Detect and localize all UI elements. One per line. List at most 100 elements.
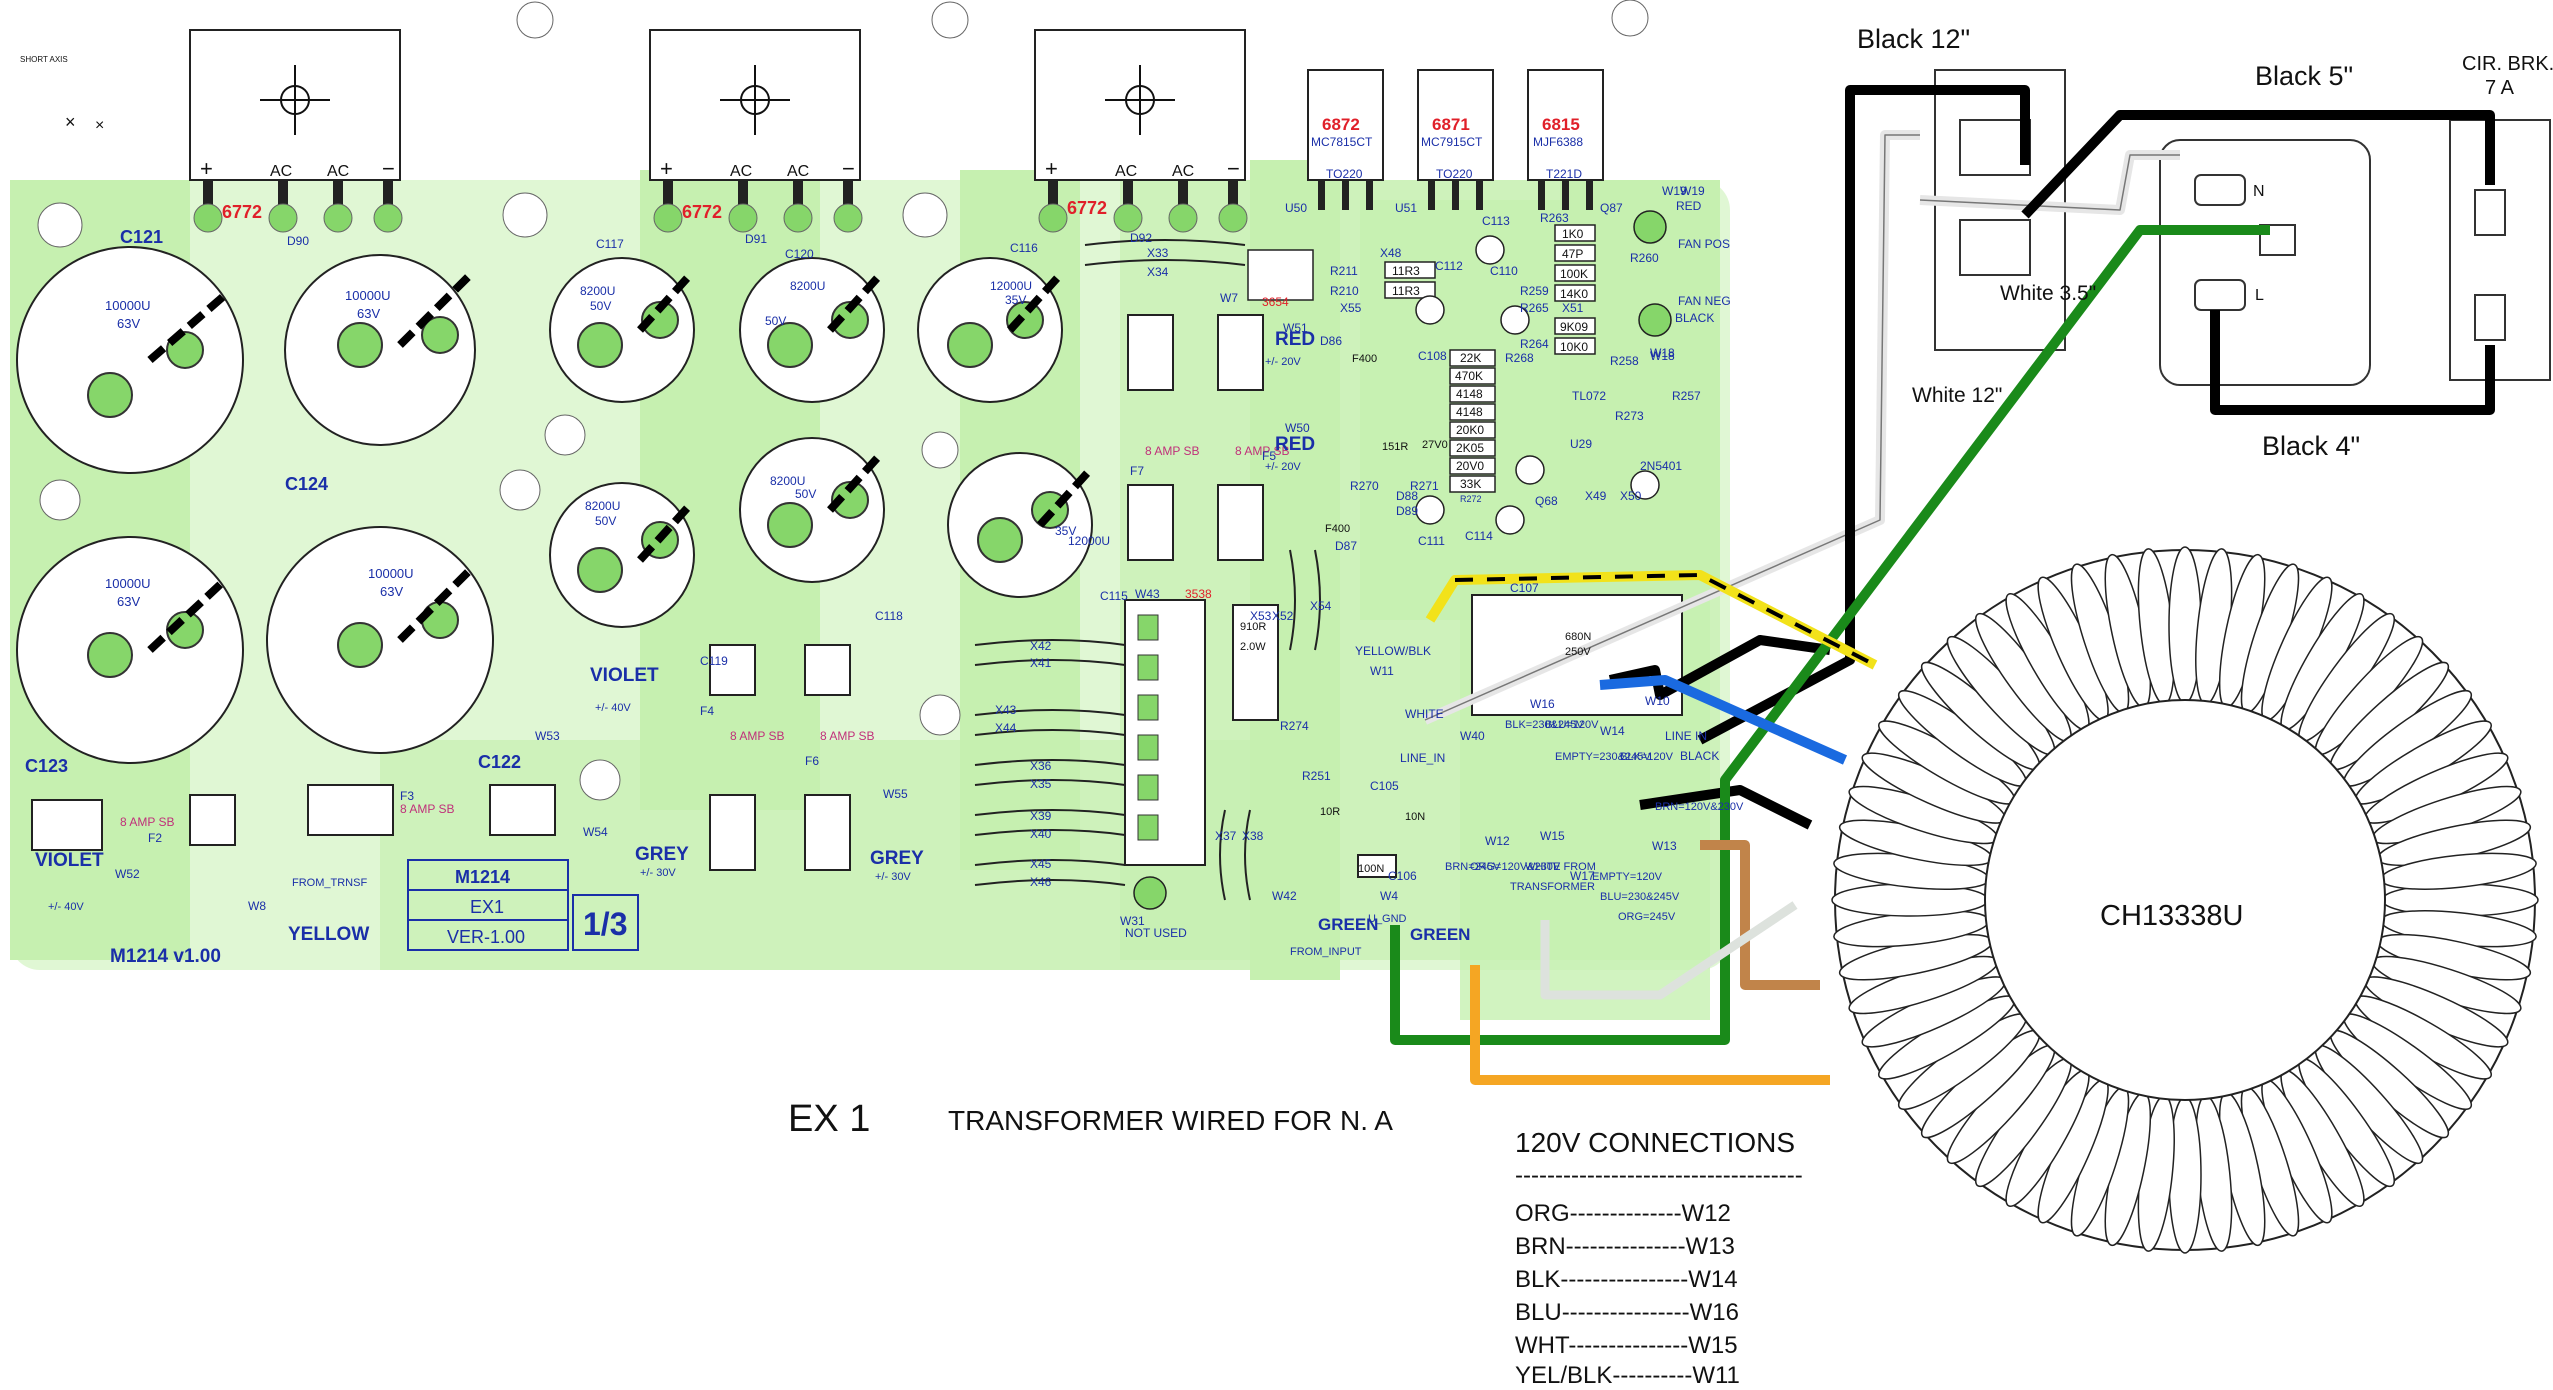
reg2-part: MC7915CT	[1421, 135, 1483, 149]
reg3-code: 6815	[1542, 115, 1580, 134]
regulators	[1307, 69, 1604, 181]
cap-c118-value: 8200U	[770, 474, 805, 488]
fuse-f7-rating: 8 AMP SB	[1145, 444, 1199, 458]
schematic-label: W11	[1370, 664, 1394, 678]
reg1-code: 6872	[1322, 115, 1360, 134]
schematic-label: X41	[1030, 656, 1052, 670]
schematic-label: U_GND	[1368, 913, 1407, 925]
schematic-label: W14	[1600, 724, 1625, 738]
schematic-label: BRN=245V	[1445, 861, 1501, 873]
cap-c116-volt: 35V	[1005, 293, 1026, 307]
schematic-label: R263	[1540, 211, 1569, 225]
schematic-label: 1K0	[1562, 227, 1584, 241]
schematic-label: C111	[1418, 534, 1445, 548]
schematic-label: 2N5401	[1640, 459, 1682, 473]
schematic-label: EMPTY=230&245V	[1555, 751, 1651, 763]
schematic-label: W7	[1220, 291, 1238, 305]
rect1-pin-ac1: AC	[270, 163, 292, 180]
schematic-label: X40	[1030, 827, 1052, 841]
cap-c116: C116	[1010, 241, 1038, 255]
cap-c121-value: 10000U	[105, 298, 151, 313]
schematic-label: X37	[1215, 829, 1237, 843]
schematic-label: C108	[1418, 349, 1447, 363]
capacitor-stripes	[147, 272, 1093, 653]
cap-c119-volt: 50V	[595, 514, 616, 528]
schematic-label: D88	[1396, 489, 1418, 503]
schematic-label: R268	[1505, 351, 1534, 365]
fuse-f5-rating: 8 AMP SB	[1235, 444, 1289, 458]
schematic-label: X51	[1562, 301, 1584, 315]
schematic-label: R274	[1280, 719, 1309, 733]
schematic-label: ×	[65, 112, 76, 132]
schematic-label: X34	[1147, 265, 1169, 279]
schematic-label: 151R	[1382, 441, 1408, 453]
reg1-pkg: TO220	[1326, 167, 1363, 181]
schematic-label: U29	[1570, 437, 1592, 451]
rect3-part: 6772	[1067, 198, 1107, 218]
cap-c121: C121	[120, 227, 163, 247]
schematic-label: X53	[1250, 609, 1272, 623]
schematic-label: W17	[1570, 869, 1595, 883]
cap-c124-volt: 63V	[357, 306, 380, 321]
schematic-label: R211	[1330, 264, 1358, 278]
fuse-f6-rating: 8 AMP SB	[820, 729, 874, 743]
cap-c122-volt: 63V	[380, 584, 403, 599]
schematic-label: BLK=230&245V	[1505, 719, 1584, 731]
wire-yellow	[1425, 570, 1878, 670]
wire-black-w10	[1639, 785, 1813, 830]
rail-violet-top-wire: W53	[535, 729, 560, 743]
reg2-code: 6871	[1432, 115, 1470, 134]
reg2-pkg: TO220	[1436, 167, 1473, 181]
cap-c117-volt: 50V	[590, 299, 611, 313]
rectifier-crosshairs	[260, 65, 1175, 135]
rail-violet-top: VIOLET	[590, 665, 659, 686]
toroid-transformer	[1831, 546, 2539, 1254]
wire-black-5	[2021, 110, 2495, 219]
wire-orange	[1470, 965, 1830, 1085]
rect2-pin-minus: −	[842, 156, 855, 181]
schematic-label: W16	[1530, 697, 1555, 711]
schematic-label: X45	[1030, 857, 1052, 871]
rect1-pin-plus: +	[200, 156, 213, 181]
schematic-label: Q68	[1535, 494, 1558, 508]
rect1-pin-ac2: AC	[327, 163, 349, 180]
rect1-pin-minus: −	[382, 156, 395, 181]
outlet-l: L	[2255, 287, 2264, 304]
connections-heading: 120V CONNECTIONS	[1515, 1127, 1796, 1158]
cap-c123-value: 10000U	[105, 576, 151, 591]
schematic-label: D87	[1335, 539, 1357, 553]
schematic-label: W40	[1460, 729, 1485, 743]
reg1-part: MC7815CT	[1311, 135, 1373, 149]
connection-row-org: ORG--------------W12	[1515, 1200, 1731, 1227]
fuse-f2-ref: F2	[148, 831, 162, 845]
schematic-label: NOT USED	[1125, 926, 1187, 940]
rail-red-bottom: RED	[1275, 434, 1315, 455]
schematic-label: 4148	[1456, 405, 1483, 419]
cap-c120-value: 8200U	[790, 279, 825, 293]
schematic-label: W12	[1485, 834, 1510, 848]
rail-red-bottom-wire: W50	[1285, 421, 1310, 435]
cap-c123-volt: 63V	[117, 594, 140, 609]
cap-c121-volt: 63V	[117, 316, 140, 331]
wire-white-12-outline	[1424, 134, 1920, 721]
cap-c117-value: 8200U	[580, 284, 615, 298]
schematic-label: X33	[1147, 246, 1169, 260]
schematic-label: X42	[1030, 639, 1052, 653]
label-white-12: White 12"	[1912, 384, 2002, 407]
schematic-label: F400	[1352, 353, 1377, 365]
wire-green	[1390, 225, 2270, 1045]
schematic-label: X39	[1030, 809, 1052, 823]
schematic-label: EMPTY=120V	[1592, 871, 1663, 883]
label-breaker: CIR. BRK.	[2462, 53, 2553, 75]
schematic-label: 20V0	[1456, 459, 1484, 473]
cap-c115-value: 12000U	[1068, 534, 1110, 548]
schematic-label: 100N	[1358, 863, 1384, 875]
fuse-f4-ref: F4	[700, 704, 714, 718]
rail-yellow-wire: W8	[248, 899, 266, 913]
wire-black-4	[2210, 310, 2495, 415]
caption-subtitle: TRANSFORMER WIRED FOR N. A	[948, 1105, 1393, 1136]
schematic-label: 100K	[1560, 267, 1588, 281]
schematic-label: 10R	[1320, 806, 1340, 818]
schematic-label: BLU=120V	[1545, 719, 1599, 731]
